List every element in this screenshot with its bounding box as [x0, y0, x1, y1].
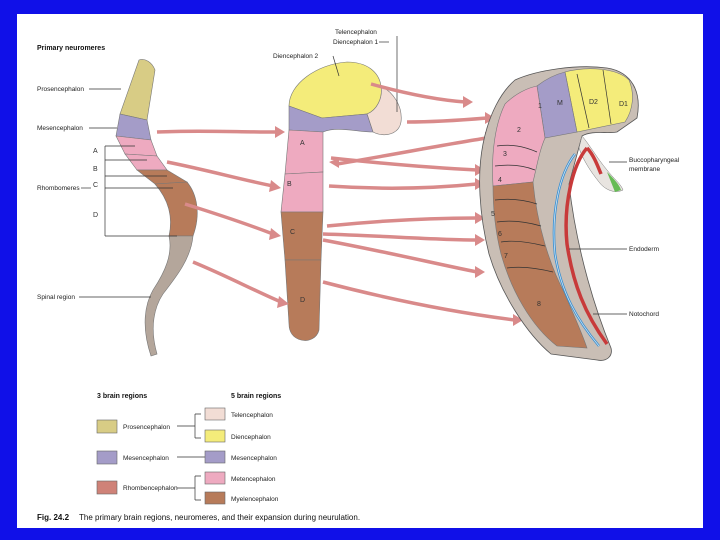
legend-metencephalon: Metencephalon [231, 476, 276, 483]
left-spinal-cord [144, 235, 194, 357]
right-seg-7: 7 [504, 253, 508, 260]
right-seg-m: M [557, 100, 563, 107]
left-seg-a: A [93, 148, 98, 155]
middle-diencephalon [288, 61, 382, 119]
label-diencephalon-1: Diencephalon 1 [333, 39, 379, 46]
legend-prosencephalon: Prosencephalon [123, 424, 170, 431]
left-seg-c: C [93, 182, 98, 189]
left-seg-b: B [93, 166, 98, 173]
middle-embryo [280, 61, 402, 341]
left-embryo [115, 59, 198, 357]
middle-segment-b [280, 171, 324, 213]
middle-seg-a: A [300, 140, 305, 147]
right-seg-1: 1 [538, 103, 542, 110]
endoderm-tube [564, 146, 609, 346]
label-prosencephalon: Prosencephalon [37, 86, 84, 93]
label-membrane: membrane [629, 166, 660, 173]
expansion-arrows [156, 82, 516, 322]
legend-myelencephalon: Myelencephalon [231, 496, 279, 503]
right-seg-4: 4 [498, 177, 502, 184]
legend-swatch-diencephalon [204, 429, 226, 443]
middle-seg-d: D [300, 297, 305, 304]
label-spinal-region: Spinal region [37, 294, 75, 301]
right-seg-2: 2 [517, 127, 521, 134]
right-diencephalon [564, 68, 633, 133]
legend-swatch-myelencephalon [204, 491, 226, 505]
right-seg-8: 8 [537, 301, 541, 308]
middle-seg-c: C [290, 229, 295, 236]
right-seg-6: 6 [498, 231, 502, 238]
right-metencephalon [492, 85, 546, 187]
label-endoderm: Endoderm [629, 246, 659, 253]
caption-number: Fig. 24.2 [37, 513, 70, 522]
legend-rhombencephalon: Rhombencephalon [123, 485, 178, 492]
endoderm-tube-top [585, 146, 603, 175]
primary-neuromeres-heading: Primary neuromeres [37, 45, 105, 52]
legend-swatch-mesencephalon-2 [204, 450, 226, 464]
legend-diencephalon: Diencephalon [231, 434, 271, 441]
left-rhombomere-b [124, 153, 168, 171]
label-buccopharyngeal: Buccopharyngeal [629, 157, 680, 164]
left-rhombomere-c [136, 169, 188, 185]
label-telencephalon: Telencephalon [335, 29, 377, 36]
right-mesencephalon [536, 71, 578, 139]
label-mesencephalon: Mesencephalon [37, 125, 83, 132]
middle-segment-a [284, 129, 324, 175]
left-rhombomere-d [154, 181, 198, 237]
rhombomere-bracket [104, 145, 177, 237]
caption-text: The primary brain regions, neuromeres, a… [79, 513, 360, 522]
legend: 3 brain regions 5 brain regions Prosence… [96, 393, 281, 505]
membrane-green [607, 172, 621, 192]
right-myelencephalon [492, 181, 588, 349]
legend-swatch-prosencephalon [96, 419, 118, 434]
middle-seg-b: B [287, 181, 292, 188]
right-seg-d2: D2 [589, 99, 598, 106]
right-embryo [479, 66, 639, 361]
neurulation-diagram: Primary neuromeres Prosencephalon Mesenc… [37, 29, 680, 522]
middle-segment-d [284, 259, 322, 341]
legend-swatch-mesencephalon [96, 450, 118, 465]
left-prosencephalon [119, 59, 156, 121]
legend-mesencephalon-2: Mesencephalon [231, 455, 277, 462]
legend-col1-title: 3 brain regions [97, 393, 147, 400]
legend-swatch-telencephalon [204, 407, 226, 421]
figure-panel: Primary neuromeres Prosencephalon Mesenc… [17, 14, 703, 528]
label-diencephalon-2: Diencephalon 2 [273, 53, 319, 60]
legend-mesencephalon: Mesencephalon [123, 455, 169, 462]
label-rhombomeres: Rhombomeres [37, 185, 80, 192]
legend-swatch-metencephalon [204, 471, 226, 485]
legend-col2-title: 5 brain regions [231, 393, 281, 400]
leader-diencephalon-2 [332, 55, 340, 77]
middle-segment-c [280, 211, 324, 261]
right-seg-5: 5 [491, 211, 495, 218]
right-seg-3: 3 [503, 151, 507, 158]
label-notochord: Notochord [629, 311, 659, 318]
right-seg-d1: D1 [619, 101, 628, 108]
legend-swatch-rhombencephalon [96, 480, 118, 495]
middle-telencephalon [366, 85, 402, 135]
legend-telencephalon: Telencephalon [231, 412, 273, 419]
left-seg-d: D [93, 212, 98, 219]
